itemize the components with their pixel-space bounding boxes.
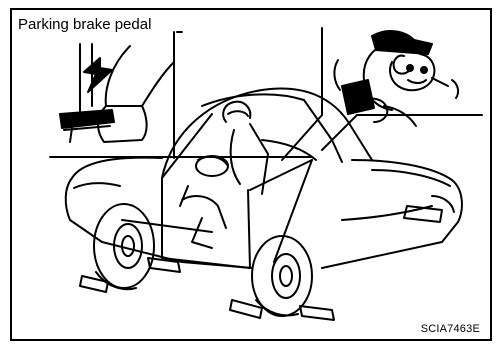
figure-frame: Parking brake pedal SCIA7463E [10, 8, 492, 341]
mechanic-inset-icon [334, 31, 458, 126]
callout-label: Parking brake pedal [16, 16, 153, 33]
rear-wheel-icon [252, 236, 312, 316]
figure-code: SCIA7463E [421, 323, 480, 335]
foot-pedal-inset-icon [60, 44, 174, 142]
car-parking-brake-check-icon [12, 10, 490, 339]
